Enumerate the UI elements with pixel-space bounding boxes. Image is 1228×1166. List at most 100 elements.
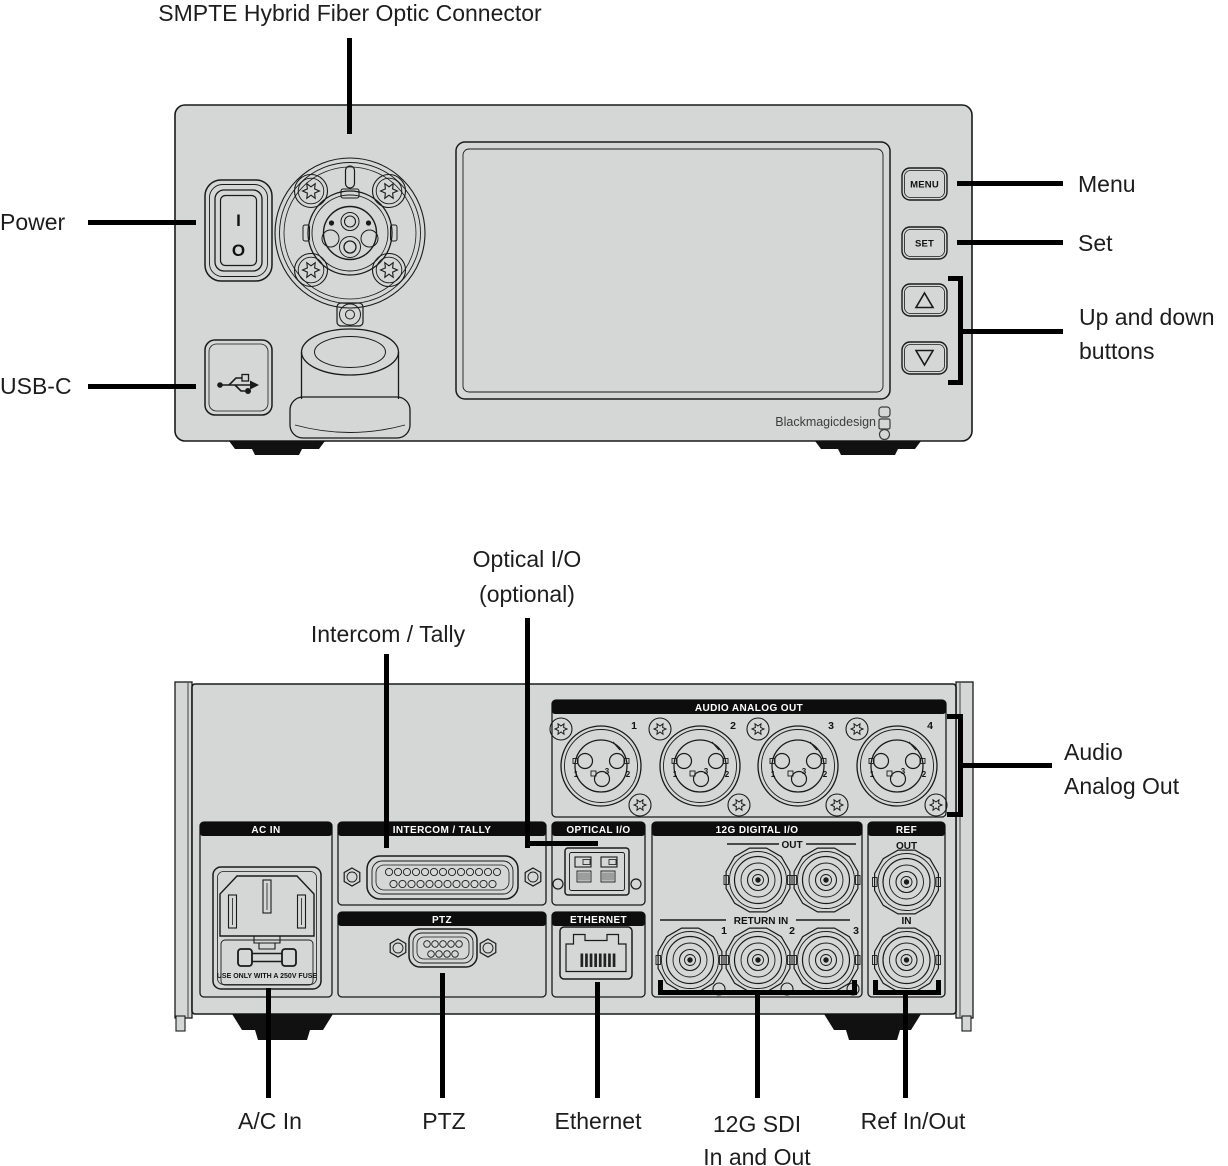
ethernet-callout-line bbox=[595, 982, 600, 1098]
optical-io-label: Optical I/O (optional) bbox=[472, 546, 582, 607]
svg-text:3: 3 bbox=[704, 767, 709, 776]
svg-text:3: 3 bbox=[828, 720, 834, 732]
smpte-connector-label: SMPTE Hybrid Fiber Optic Connector bbox=[158, 0, 542, 26]
set-callout-line bbox=[957, 240, 1063, 245]
audio-bracket-bottom bbox=[947, 812, 963, 817]
sdi-out-label: OUT bbox=[781, 840, 802, 851]
ethernet-header-label: ETHERNET bbox=[570, 915, 627, 926]
power-on-mark: I bbox=[236, 211, 241, 230]
audio-callout-line bbox=[963, 763, 1052, 768]
usb-c-label: USB-C bbox=[0, 373, 72, 399]
optical-header-label: OPTICAL I/O bbox=[566, 825, 630, 836]
svg-text:3: 3 bbox=[901, 767, 906, 776]
lcd-screen bbox=[455, 141, 891, 400]
svg-text:2: 2 bbox=[730, 720, 736, 732]
ref-header-label: REF bbox=[896, 825, 917, 836]
return-led-1 bbox=[712, 982, 726, 996]
sdi-bracket-left bbox=[658, 980, 663, 995]
svg-text:1: 1 bbox=[870, 770, 875, 779]
power-label: Power bbox=[0, 209, 66, 235]
ref-out-label: OUT bbox=[896, 841, 917, 852]
intercom-tally-label: Intercom / Tally bbox=[310, 621, 466, 647]
svg-text:2: 2 bbox=[823, 770, 828, 779]
rack-ear-left bbox=[174, 681, 193, 1019]
return-led-2 bbox=[780, 982, 794, 996]
section-12g-digital-io: 12G DIGITAL I/O OUT RETURN IN 1 2 3 bbox=[651, 821, 863, 998]
rear-panel: AUDIO ANALOG OUT 1 2 3 4 1 3 2 1 3 2 1 3… bbox=[174, 681, 974, 1040]
section-ptz: PTZ bbox=[337, 911, 547, 998]
ac-header-label: AC IN bbox=[251, 825, 280, 836]
up-arrow-icon bbox=[914, 291, 935, 309]
svg-text:2: 2 bbox=[626, 770, 631, 779]
front-panel: I O bbox=[174, 104, 973, 455]
svg-text:3: 3 bbox=[605, 767, 610, 776]
usb-callout-line bbox=[88, 384, 196, 389]
optical-callout-line-v bbox=[525, 618, 530, 848]
set-button-label: SET bbox=[915, 239, 934, 250]
ref-callout-line bbox=[903, 995, 908, 1098]
12g-sdi-label: 12G SDI In and Out bbox=[703, 1111, 811, 1166]
svg-text:3: 3 bbox=[802, 767, 807, 776]
smpte-callout-line bbox=[347, 38, 352, 134]
svg-text:2: 2 bbox=[922, 770, 927, 779]
sdi-bracket-horizontal bbox=[658, 990, 857, 995]
section-ethernet: ETHERNET bbox=[551, 911, 646, 998]
fuse-icon bbox=[237, 948, 297, 967]
return-in-label: RETURN IN bbox=[734, 916, 788, 927]
updown-buttons-label: Up and down buttons bbox=[1079, 304, 1215, 364]
rj45-connector bbox=[559, 926, 633, 980]
svg-text:2: 2 bbox=[789, 925, 795, 937]
audio-analog-out-label: Audio Analog Out bbox=[1064, 739, 1180, 799]
sdi-bracket-right bbox=[852, 980, 857, 995]
menu-button-label: MENU bbox=[910, 180, 939, 191]
menu-callout-line bbox=[957, 181, 1063, 186]
svg-text:1: 1 bbox=[673, 770, 678, 779]
front-foot-left bbox=[229, 441, 325, 449]
optical-callout-line-h bbox=[525, 841, 598, 846]
section-intercom-tally: INTERCOM / TALLY bbox=[337, 821, 547, 906]
down-arrow-icon bbox=[914, 349, 935, 367]
logo-text: Blackmagicdesign bbox=[775, 415, 876, 429]
section-optical-io: OPTICAL I/O bbox=[551, 821, 646, 906]
sdi-callout-line bbox=[755, 995, 760, 1098]
ref-bracket-horizontal bbox=[873, 990, 941, 995]
db9-connector bbox=[389, 928, 497, 968]
power-off-mark: O bbox=[232, 241, 245, 260]
ac-callout-line bbox=[266, 988, 271, 1098]
intercom-header-label: INTERCOM / TALLY bbox=[393, 825, 492, 836]
ref-in-label: IN bbox=[902, 916, 912, 927]
section-ac-in: AC IN USE ONLY WITH A 25 bbox=[199, 821, 333, 998]
smpte-fiber-connector bbox=[274, 157, 426, 309]
rear-foot-left bbox=[232, 1014, 333, 1030]
ref-bracket-right bbox=[936, 980, 941, 995]
updown-bracket-top bbox=[948, 276, 963, 281]
usb-icon bbox=[217, 373, 259, 394]
updown-callout-line bbox=[963, 329, 1063, 334]
audio-bracket-vertical bbox=[958, 714, 963, 817]
ptz-label: PTZ bbox=[422, 1108, 466, 1134]
power-callout-line bbox=[88, 220, 196, 225]
ptz-callout-line bbox=[440, 973, 445, 1098]
db25-connector bbox=[343, 855, 542, 900]
fiber-connector-cap bbox=[289, 302, 411, 439]
menu-button: MENU bbox=[901, 167, 948, 201]
audio-bracket-top bbox=[947, 714, 963, 719]
svg-text:2: 2 bbox=[725, 770, 730, 779]
updown-bracket-bottom bbox=[948, 380, 963, 385]
ac-in-label: A/C In bbox=[238, 1108, 302, 1134]
audio-header-label: AUDIO ANALOG OUT bbox=[695, 703, 803, 714]
digital-header-label: 12G DIGITAL I/O bbox=[716, 825, 799, 836]
set-label: Set bbox=[1078, 230, 1113, 256]
intercom-callout-line bbox=[384, 654, 389, 848]
ethernet-label: Ethernet bbox=[554, 1108, 642, 1134]
ref-bracket-left bbox=[873, 980, 878, 995]
set-button: SET bbox=[901, 226, 948, 260]
svg-text:1: 1 bbox=[771, 770, 776, 779]
svg-text:3: 3 bbox=[853, 925, 859, 937]
section-audio-analog-out: AUDIO ANALOG OUT 1 2 3 4 1 3 2 1 3 2 1 3… bbox=[550, 699, 947, 818]
ptz-header-label: PTZ bbox=[432, 915, 452, 926]
ref-in-out-label: Ref In/Out bbox=[860, 1108, 966, 1134]
blackmagic-logo: Blackmagicdesign bbox=[775, 406, 891, 441]
